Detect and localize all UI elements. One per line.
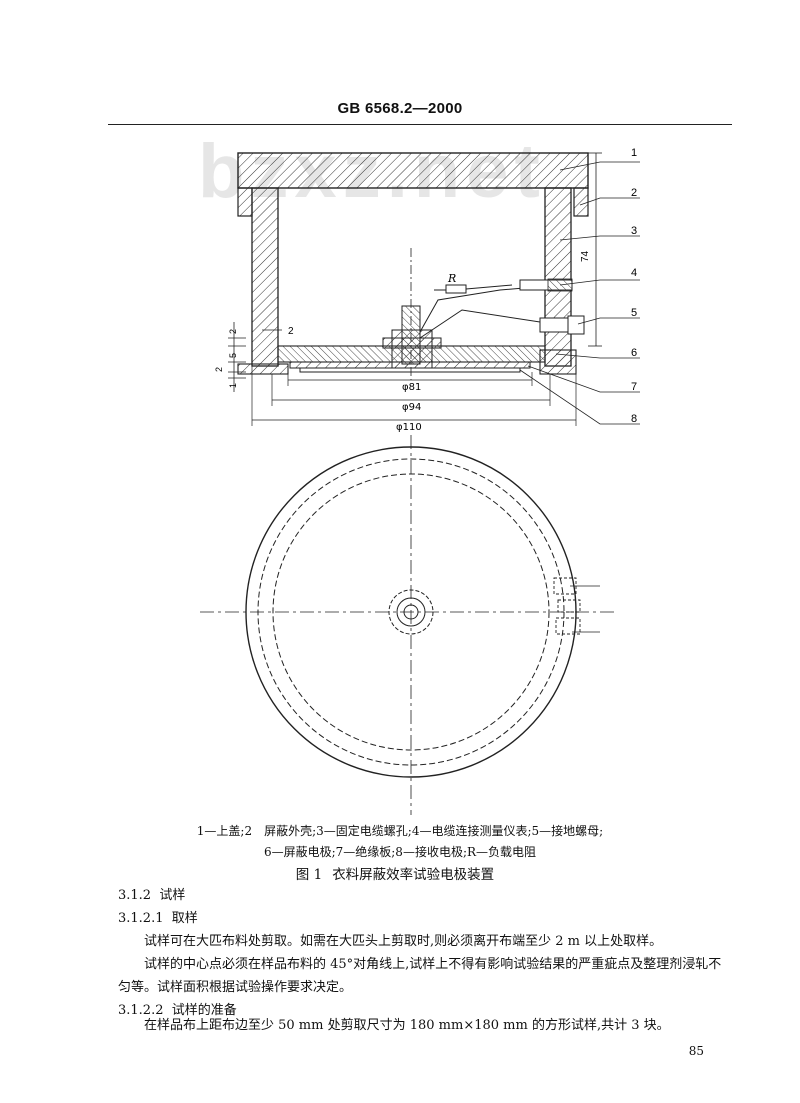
part-label-1: 1 [631,147,637,159]
paragraph-sampling: 试样可在大匹布料处剪取。如需在大匹头上剪取时,则必须离开布端至少 2 m 以上处… [144,934,663,949]
section-3-1-2-1-heading: 3.1.2.1 取样 [118,907,198,930]
shield-wall-right [544,187,572,367]
part-label-3: 3 [631,225,637,237]
section-3-1-2-heading: 3.1.2 试样 [118,884,185,907]
electrode-device-figure: 74 2 5 2 1 2 φ81 φ94 [200,147,640,815]
standard-code: GB 6568.2—2000 [337,100,463,117]
dim-d81: φ81 [402,382,421,393]
section-number: 3.1.2.2 [118,1003,164,1018]
page-number: 85 [688,1044,704,1058]
figure-legend-line-1: 1—上盖;2 屏蔽外壳;3—固定电缆螺孔;4—电缆连接测量仪表;5—接地螺母; [196,824,604,838]
dim-d110: φ110 [396,422,422,433]
cover-lip-right [573,187,589,217]
figure-title: 图 1 衣料屏蔽效率试验电极装置 [0,863,800,883]
paragraph-sample-preparation: 在样品布上距布边至少 50 mm 处剪取尺寸为 180 mm×180 mm 的方… [144,1018,670,1033]
paragraph-sample-center: 试样的中心点必须在样品布料的 45°对角线上,试样上不得有影响试验结果的严重疵点… [118,957,722,995]
part-label-7: 7 [631,381,637,393]
section-number: 3.1.2 [118,888,152,903]
section-number: 3.1.2.1 [118,911,164,926]
figure-legend-line-2: 6—屏蔽电极;7—绝缘板;8—接收电极;R—负载电阻 [263,845,537,859]
section-3-1-2-2-heading: 3.1.2.2 试样的准备 [118,999,237,1022]
section-title: 试样的准备 [171,1003,237,1018]
figure-number: 图 1 [295,867,323,883]
cover-lip-left [237,187,253,217]
part-label-6: 6 [631,347,637,359]
resistor-label: R [447,272,456,285]
dim-74: 74 [580,250,591,262]
section-title: 取样 [171,911,198,926]
dim-d94: φ94 [402,402,421,413]
part-label-2: 2 [631,187,637,199]
dim-left-1: 1 [228,383,238,388]
dim-gap-2: 2 [288,326,294,337]
header-rule [108,124,732,125]
top-cover [237,152,589,189]
part-label-4: 4 [631,267,637,279]
section-view: 74 2 5 2 1 2 φ81 φ94 [214,147,640,433]
receiving-electrode [299,367,521,373]
dim-left-2b: 2 [214,367,224,372]
part-label-5: 5 [631,307,637,319]
dim-left-2a: 2 [228,329,238,334]
figure-title-text: 衣料屏蔽效率试验电极装置 [332,867,495,883]
plan-view [200,435,618,815]
shield-wall-left [251,187,279,367]
section-title: 试样 [159,888,186,903]
part-label-8: 8 [631,413,637,425]
dim-left-5: 5 [228,353,238,358]
